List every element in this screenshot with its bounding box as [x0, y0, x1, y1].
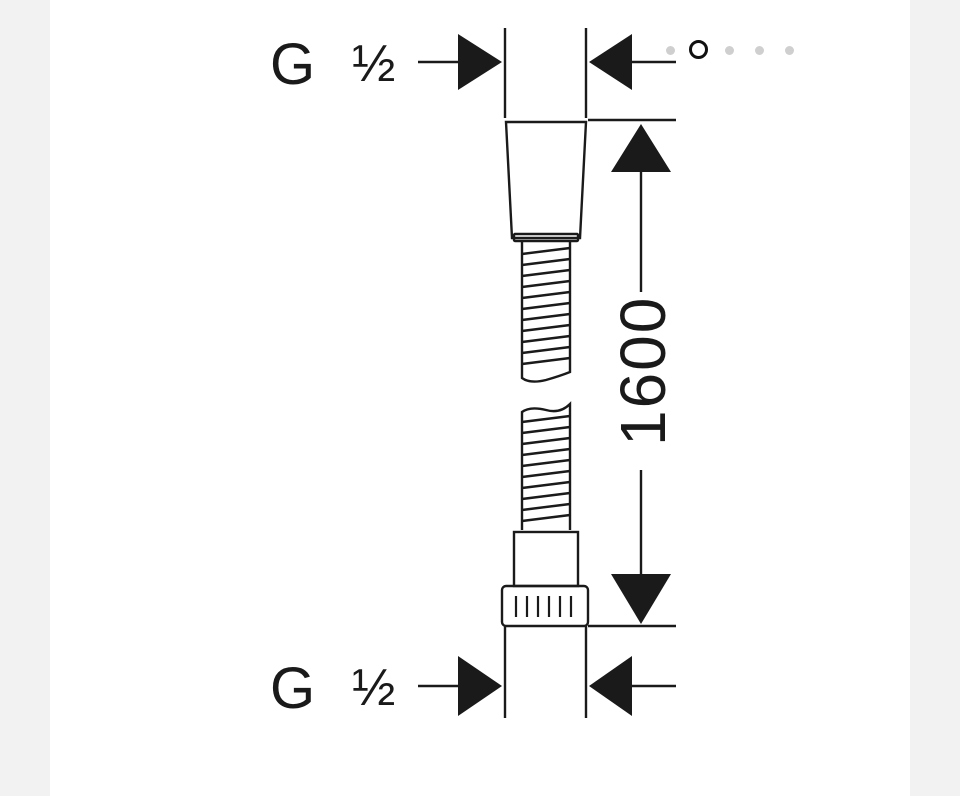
bottom-thread-letter: G [270, 656, 316, 721]
hose-ridge [521, 268, 571, 278]
length-arrowhead-top [611, 124, 671, 172]
carousel-dot[interactable] [689, 40, 708, 59]
carousel-dot[interactable] [754, 45, 764, 55]
hose-ridge [521, 356, 571, 366]
lower-hose [520, 401, 572, 530]
top-nut [504, 120, 588, 240]
top-thread-fraction: ½ [352, 35, 396, 93]
hose-ridge [521, 480, 571, 490]
upper-hose-ridges [521, 246, 571, 366]
hose-ridge [521, 279, 571, 289]
upper-hose [520, 242, 572, 383]
hose-ridge [521, 290, 571, 300]
hose-ridge [521, 246, 571, 256]
bottom-right-arrowhead [589, 656, 632, 716]
hose-ridge [521, 436, 571, 446]
hose-ridge [521, 334, 571, 344]
lower-hose-ridges [521, 414, 571, 523]
carousel-dot[interactable] [724, 45, 734, 55]
hose-ridge [521, 491, 571, 501]
length-arrowhead-bottom [611, 574, 671, 624]
hose-ridge [521, 414, 571, 424]
image-card [50, 0, 910, 796]
bottom-nut-grip [514, 596, 573, 617]
length-dimension-label: 1600 [607, 295, 679, 446]
carousel-dot[interactable] [665, 45, 675, 55]
bottom-left-arrowhead [458, 656, 502, 716]
top-left-arrowhead [458, 34, 502, 90]
bottom-nut [500, 584, 590, 628]
hose-ridge [521, 257, 571, 267]
top-nut-lip [512, 232, 580, 243]
top-right-arrowhead [589, 34, 632, 90]
bottom-connector-body [512, 530, 580, 588]
hose-ridge [521, 513, 571, 523]
bottom-thread-fraction: ½ [352, 659, 396, 717]
hose-ridge [521, 323, 571, 333]
hose-ridge [521, 502, 571, 512]
hose-ridge [521, 425, 571, 435]
hose-ridge [521, 458, 571, 468]
hose-ridge [521, 301, 571, 311]
hose-ridge [521, 469, 571, 479]
hose-ridge [521, 447, 571, 457]
carousel-pagination [0, 0, 960, 100]
carousel-dot[interactable] [784, 45, 794, 55]
hose-ridge [521, 345, 571, 355]
hose-ridge [521, 312, 571, 322]
top-thread-letter: G [270, 32, 316, 97]
